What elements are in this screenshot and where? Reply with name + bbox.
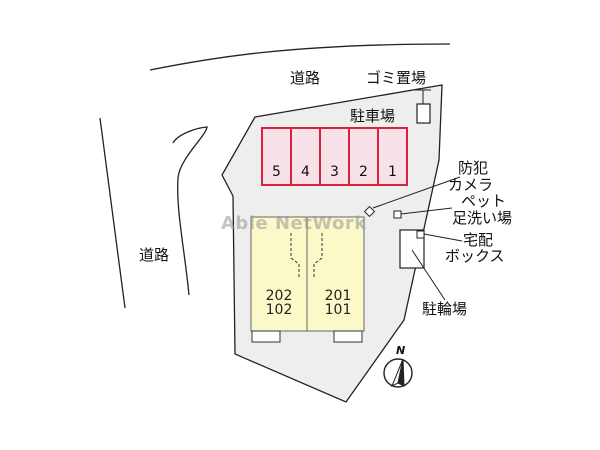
road-edge-left-inner xyxy=(172,126,208,296)
parking-slot-number: 1 xyxy=(388,164,397,180)
pet-footwash-label-1: ペット xyxy=(461,192,507,210)
parking-area xyxy=(261,127,408,186)
parking-label: 駐車場 xyxy=(350,107,396,125)
road-label-left: 道路 xyxy=(139,246,170,264)
balcony-left xyxy=(251,330,281,343)
footwash-leader xyxy=(400,207,453,215)
pet-footwash-marker xyxy=(393,210,402,219)
unit-number-upper: 202 xyxy=(265,288,293,304)
building-unit-left xyxy=(250,216,308,332)
delivery-box-marker xyxy=(416,230,425,239)
delivery-box-label-1: 宅配 xyxy=(463,231,494,249)
delivery-box-label-2: ボックス xyxy=(445,247,505,265)
north-label: N xyxy=(396,344,406,357)
bicycle-parking-area xyxy=(399,229,425,269)
bicycle-leader xyxy=(411,249,446,301)
parking-slot-1 xyxy=(377,127,408,186)
parking-slot-number: 3 xyxy=(330,164,339,180)
stair-outline xyxy=(290,233,323,279)
balcony-right xyxy=(333,330,363,343)
trash-station-label: ゴミ置場 xyxy=(366,69,427,87)
unit-number-lower: 102 xyxy=(265,302,293,318)
security-camera-label-1: 防犯 xyxy=(458,159,489,177)
watermark: Able NetWork xyxy=(221,213,367,234)
bicycle-parking-label: 駐輪場 xyxy=(422,300,468,318)
camera-leader xyxy=(372,176,461,209)
delivery-leader xyxy=(423,233,463,242)
building-unit-right xyxy=(306,216,365,332)
unit-number-lower: 101 xyxy=(324,302,352,318)
parking-slot-3 xyxy=(319,127,350,186)
trash-station-box xyxy=(416,103,431,124)
north-compass-icon xyxy=(383,358,413,388)
building xyxy=(250,216,365,343)
parking-slot-number: 5 xyxy=(272,164,281,180)
parking-slot-number: 2 xyxy=(359,164,368,180)
pet-footwash-label-2: 足洗い場 xyxy=(452,209,513,227)
unit-number-upper: 201 xyxy=(324,288,352,304)
security-camera-label-2: カメラ xyxy=(448,176,494,194)
road-label-top: 道路 xyxy=(290,69,321,87)
parking-slot-number: 4 xyxy=(301,164,310,180)
parking-slot-5 xyxy=(261,127,292,186)
security-camera-marker xyxy=(363,205,376,218)
parking-slot-2 xyxy=(348,127,379,186)
road-edge-left-outer xyxy=(99,117,126,309)
road-edge-top xyxy=(149,43,451,71)
